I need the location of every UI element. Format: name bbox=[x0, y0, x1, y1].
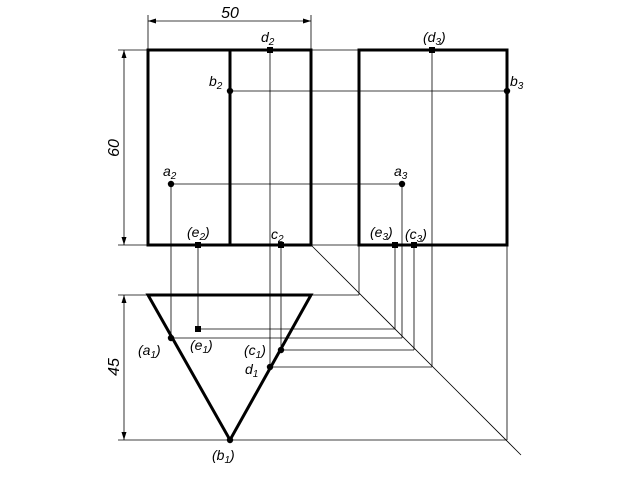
dimension-width-label: 50 bbox=[221, 5, 239, 22]
label-e1: (e1) bbox=[190, 337, 213, 356]
dimension-arrows bbox=[121, 18, 311, 440]
label-b3: b3 bbox=[510, 73, 524, 92]
dimension-height-label: 60 bbox=[106, 139, 123, 157]
top-view-triangle bbox=[145, 293, 314, 444]
label-a1: (a1) bbox=[138, 342, 161, 361]
label-e3: (e3) bbox=[370, 224, 393, 243]
side-view bbox=[357, 48, 509, 247]
label-d2: d2 bbox=[261, 29, 275, 48]
front-view bbox=[146, 48, 313, 247]
label-a3: a3 bbox=[394, 163, 408, 182]
label-b2: b2 bbox=[209, 73, 223, 92]
label-a2: a2 bbox=[163, 163, 177, 182]
label-e2: (e2) bbox=[187, 224, 210, 243]
label-d3: (d3) bbox=[423, 29, 446, 48]
label-c2: c2 bbox=[271, 226, 284, 245]
label-b1: (b1) bbox=[212, 447, 235, 466]
label-d1: d1 bbox=[245, 361, 258, 380]
label-c1: (c1) bbox=[244, 342, 266, 361]
points bbox=[167, 47, 511, 444]
label-c3: (c3) bbox=[405, 226, 427, 245]
dimension-depth-label: 45 bbox=[106, 358, 123, 376]
projection-lines bbox=[118, 15, 522, 456]
